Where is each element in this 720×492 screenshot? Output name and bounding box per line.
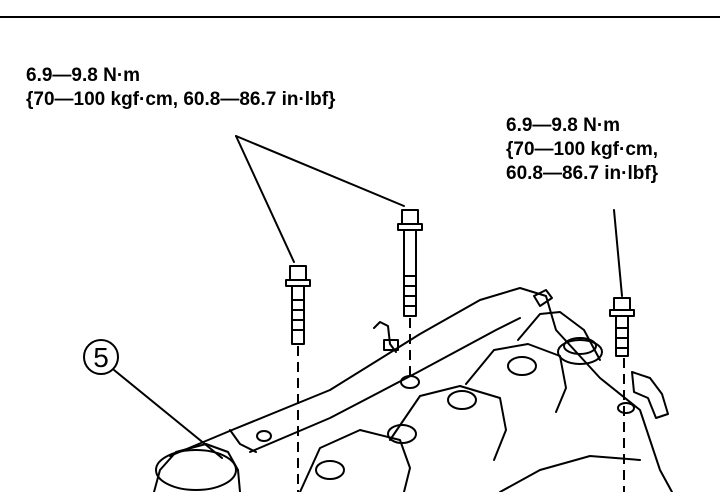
cover-outline-top <box>169 287 673 492</box>
bolt-hole-center <box>400 375 420 389</box>
plug-hole-4 <box>315 460 345 480</box>
cover-end-boss <box>153 443 241 492</box>
harness-clip <box>373 321 397 353</box>
oil-filler-cap-top <box>563 337 597 355</box>
torque-spec-left-line2: {70—100 kgf·cm, 60.8—86.7 in·lbf} <box>26 89 336 110</box>
plug-hole-3 <box>507 356 537 376</box>
cover-rib-1 <box>299 429 411 492</box>
bolt-right <box>609 297 635 357</box>
leader-line-left-bolt-b <box>235 135 405 207</box>
leader-line-left-bolt-a <box>235 135 295 263</box>
bolt-left <box>285 265 311 345</box>
torque-spec-left: 6.9—9.8 N·m {70—100 kgf·cm, 60.8—86.7 in… <box>26 64 335 112</box>
torque-spec-right: 6.9—9.8 N·m {70—100 kgf·cm, 60.8—86.7 in… <box>506 114 658 186</box>
torque-spec-right-line1: 6.9—9.8 N·m <box>506 115 621 136</box>
bolt-hole-right <box>617 402 635 414</box>
cover-rib-2 <box>389 385 507 461</box>
oil-filler-cap <box>557 339 603 365</box>
cover-end-cap <box>155 449 237 491</box>
plug-hole-1 <box>387 424 417 444</box>
bolt-center <box>397 209 423 317</box>
leader-line-right-bolt <box>613 209 623 297</box>
torque-spec-right-line2: {70—100 kgf·cm, <box>506 139 659 160</box>
harness-clip-base <box>383 339 399 351</box>
callout-5: 5 <box>83 339 119 375</box>
cover-gasket-rail <box>499 455 641 492</box>
header-rule <box>0 16 720 18</box>
plug-hole-2 <box>447 390 477 410</box>
cover-boss-left <box>256 430 272 442</box>
breather-pipe <box>533 289 553 307</box>
cover-rib-3 <box>465 343 567 413</box>
cover-rail-edge <box>229 317 521 453</box>
torque-spec-right-line3: 60.8—86.7 in·lbf} <box>506 163 659 184</box>
torque-spec-left-line1: 6.9—9.8 N·m <box>26 65 141 86</box>
callout-5-number: 5 <box>93 342 109 373</box>
right-bracket <box>631 371 669 419</box>
leader-line-callout-5 <box>113 369 223 459</box>
